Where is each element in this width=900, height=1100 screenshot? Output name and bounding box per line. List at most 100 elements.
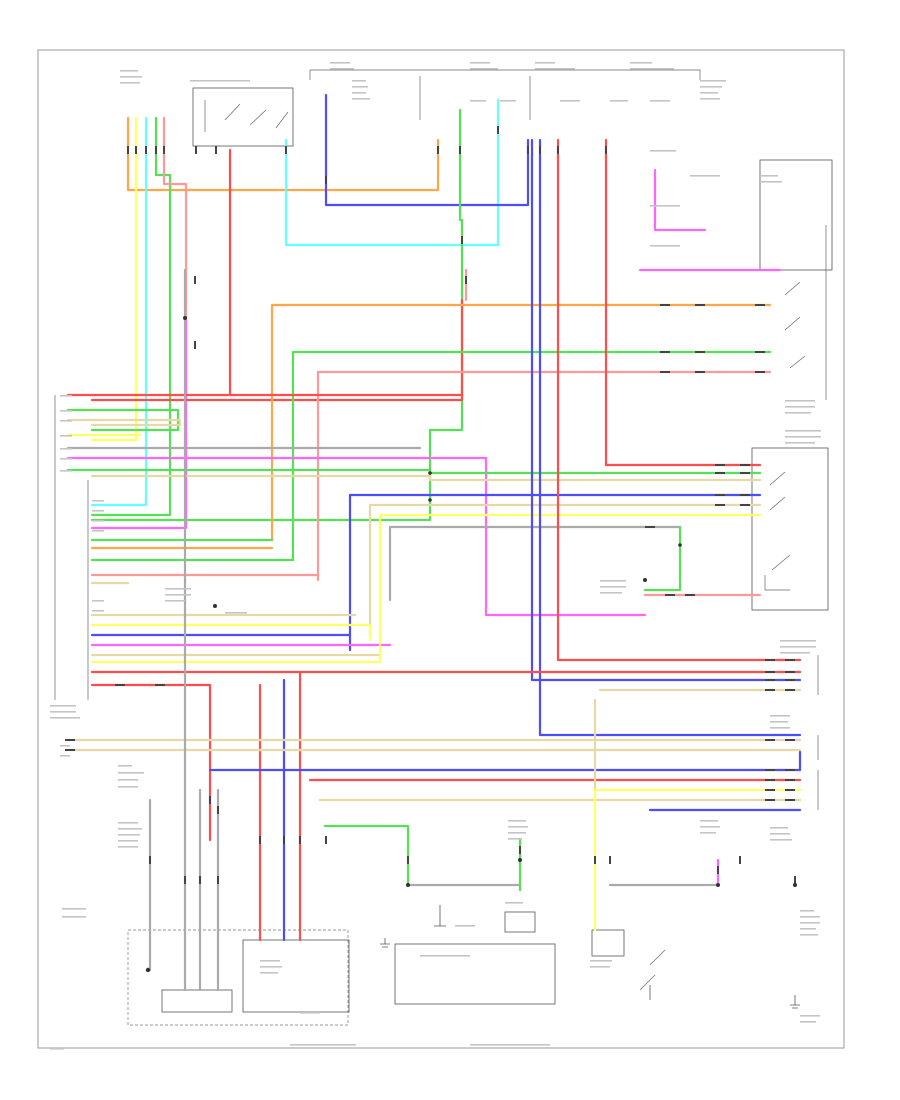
illegible-label-mark bbox=[508, 832, 526, 834]
illegible-label-mark bbox=[352, 80, 366, 82]
illegible-label-mark bbox=[560, 100, 580, 102]
illegible-label-mark bbox=[600, 580, 626, 582]
illegible-label-mark bbox=[260, 972, 278, 974]
illegible-label-mark bbox=[505, 902, 523, 904]
illegible-label-mark bbox=[120, 82, 140, 84]
illegible-label-mark bbox=[60, 420, 72, 422]
illegible-label-mark bbox=[770, 827, 788, 829]
illegible-label-mark bbox=[800, 934, 818, 936]
illegible-label-mark bbox=[600, 592, 622, 594]
illegible-label-mark bbox=[260, 960, 280, 962]
splice-dot bbox=[406, 883, 410, 887]
wire-red bbox=[604, 138, 762, 467]
wire-orange bbox=[270, 303, 772, 542]
wire-green bbox=[90, 108, 464, 522]
illegible-label-mark bbox=[785, 430, 821, 432]
fuse-bus-dividers bbox=[419, 76, 531, 120]
illegible-label-mark bbox=[165, 600, 185, 602]
splice-dots bbox=[145, 316, 797, 973]
wire-cyan bbox=[90, 116, 148, 507]
diagram-frame bbox=[37, 49, 845, 1049]
illegible-label-mark bbox=[62, 908, 86, 910]
illegible-label-mark bbox=[650, 100, 670, 102]
ground-symbol-2 bbox=[434, 905, 446, 927]
illegible-label-mark bbox=[700, 86, 722, 88]
illegible-label-mark bbox=[610, 100, 628, 102]
wire-magenta bbox=[66, 456, 647, 617]
illegible-label-mark bbox=[118, 834, 140, 836]
ground-symbol-3 bbox=[790, 995, 800, 1009]
wire-yellow bbox=[90, 643, 382, 664]
illegible-label-mark bbox=[118, 779, 138, 781]
illegible-label-mark bbox=[800, 1021, 816, 1023]
splice-dot bbox=[213, 604, 217, 608]
illegible-label-mark bbox=[700, 832, 716, 834]
illegible-label-mark bbox=[118, 840, 138, 842]
right-switch-contacts bbox=[784, 281, 806, 369]
wire-blue bbox=[324, 93, 530, 207]
wire-tan bbox=[90, 474, 762, 482]
wire-yellow bbox=[90, 116, 138, 442]
illegible-label-mark bbox=[470, 68, 498, 70]
wire-red bbox=[90, 683, 212, 842]
illegible-label-mark bbox=[330, 68, 354, 70]
illegible-label-mark bbox=[330, 62, 350, 64]
illegible-label-mark bbox=[470, 1044, 550, 1046]
illegible-label-mark bbox=[92, 500, 104, 502]
illegible-label-mark bbox=[60, 395, 72, 397]
illegible-label-mark bbox=[118, 846, 138, 848]
illegible-label-mark bbox=[800, 916, 820, 918]
illegible-label-mark bbox=[590, 966, 610, 968]
illegible-label-mark bbox=[700, 92, 718, 94]
wire-magenta bbox=[653, 168, 707, 232]
illegible-label-mark bbox=[508, 838, 522, 840]
top-left-switch-contacts bbox=[204, 100, 289, 132]
illegible-label-mark bbox=[770, 721, 788, 723]
wire-blue bbox=[538, 138, 802, 737]
bottom-center-left-module bbox=[242, 939, 350, 1013]
wire-green bbox=[90, 116, 172, 517]
wire-blue bbox=[208, 750, 802, 772]
splice-dot bbox=[145, 967, 151, 973]
illegible-label-mark bbox=[785, 406, 815, 408]
illegible-label-mark bbox=[500, 100, 516, 102]
splice-dot bbox=[678, 543, 682, 547]
splice-dot bbox=[428, 471, 432, 475]
bottom-right-switch bbox=[639, 949, 666, 991]
splice-dot bbox=[643, 578, 647, 582]
illegible-label-mark bbox=[118, 786, 138, 788]
illegible-label-mark bbox=[165, 588, 191, 590]
illegible-label-mark bbox=[60, 470, 72, 472]
illegible-label-mark bbox=[508, 820, 526, 822]
illegible-label-mark bbox=[700, 98, 720, 100]
illegible-label-mark bbox=[420, 955, 470, 957]
illegible-label-mark bbox=[700, 80, 726, 82]
splice-dot bbox=[183, 316, 187, 320]
wire-red bbox=[556, 138, 802, 662]
illegible-label-mark bbox=[650, 245, 680, 247]
illegible-label-mark bbox=[785, 436, 821, 438]
splice-dot bbox=[716, 883, 720, 887]
wire-gray bbox=[388, 525, 682, 602]
illegible-label-mark bbox=[780, 646, 816, 648]
bottom-left-module bbox=[161, 989, 233, 1013]
illegible-label-mark bbox=[770, 833, 790, 835]
bottom-right-sensor bbox=[591, 929, 625, 957]
illegible-label-mark bbox=[60, 458, 72, 460]
illegible-label-mark bbox=[630, 62, 652, 64]
bottom-left-module-group bbox=[127, 929, 349, 1026]
wire-orange bbox=[126, 116, 440, 192]
illegible-label-mark bbox=[770, 727, 790, 729]
illegible-label-mark bbox=[800, 910, 814, 912]
illegible-label-mark bbox=[760, 181, 782, 183]
illegible-label-mark bbox=[785, 412, 811, 414]
illegible-label-mark bbox=[780, 640, 816, 642]
splice-dot bbox=[793, 883, 797, 887]
illegible-label-mark bbox=[650, 150, 676, 152]
wire-blue bbox=[348, 493, 762, 652]
illegible-label-mark bbox=[50, 705, 76, 707]
label-mark-group bbox=[50, 62, 821, 1050]
wire-yellow bbox=[90, 623, 372, 642]
illegible-label-mark bbox=[165, 594, 191, 596]
